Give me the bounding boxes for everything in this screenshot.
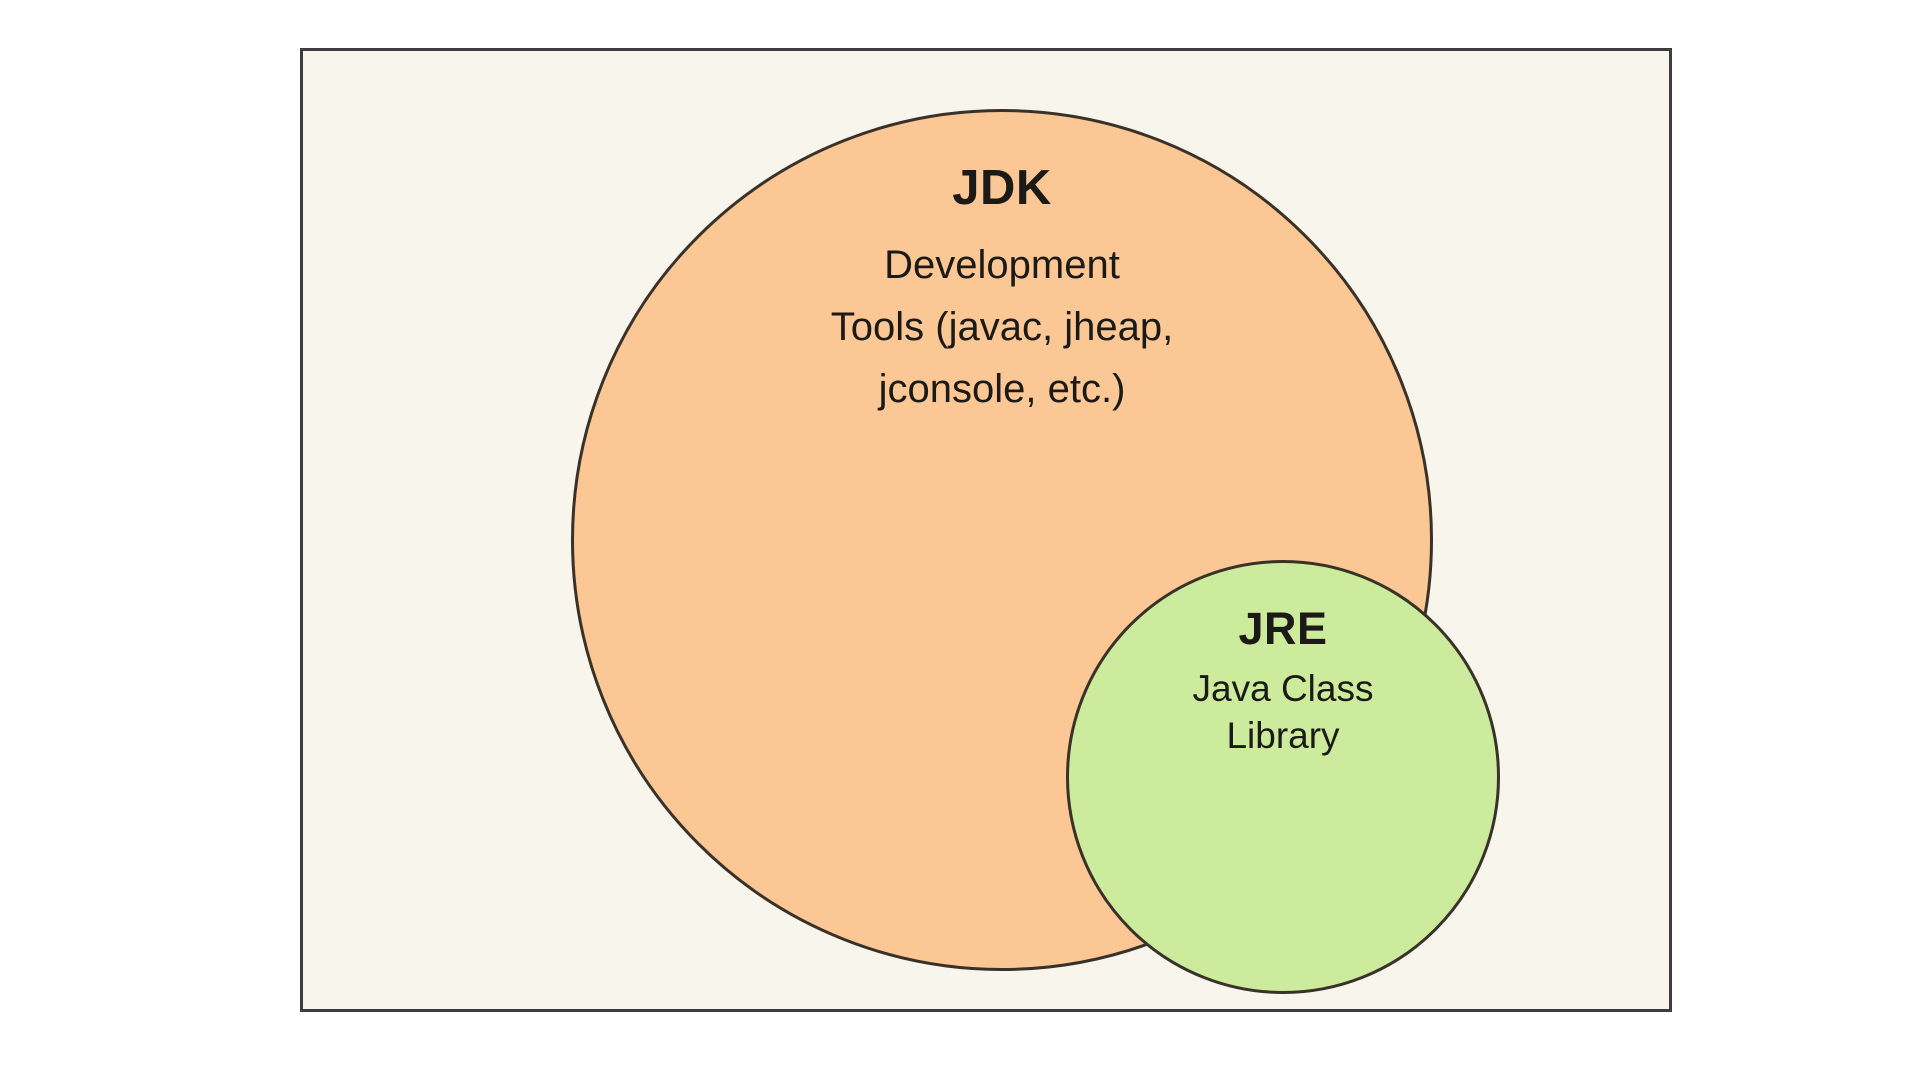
- jre-description-line-1: Java Class: [1192, 668, 1374, 709]
- jre-label: JRE: [1238, 603, 1328, 654]
- jre-description-line-2: Library: [1226, 715, 1340, 757]
- jdk-label: JDK: [952, 161, 1052, 215]
- jdk-description: Development Tools (javac, jheap, jconsol…: [574, 234, 1430, 420]
- jdk-description-line-2: Tools (javac, jheap,: [830, 305, 1174, 349]
- jdk-description-line-1: Development: [884, 243, 1120, 287]
- jre-description: Java Class Library: [1069, 665, 1497, 760]
- diagram-frame: JDK Development Tools (javac, jheap, jco…: [300, 48, 1672, 1012]
- jre-circle: JRE Java Class Library JVM: [1066, 560, 1500, 994]
- jdk-circle: JDK Development Tools (javac, jheap, jco…: [571, 109, 1500, 994]
- jdk-description-line-3: jconsole, etc.): [878, 367, 1126, 411]
